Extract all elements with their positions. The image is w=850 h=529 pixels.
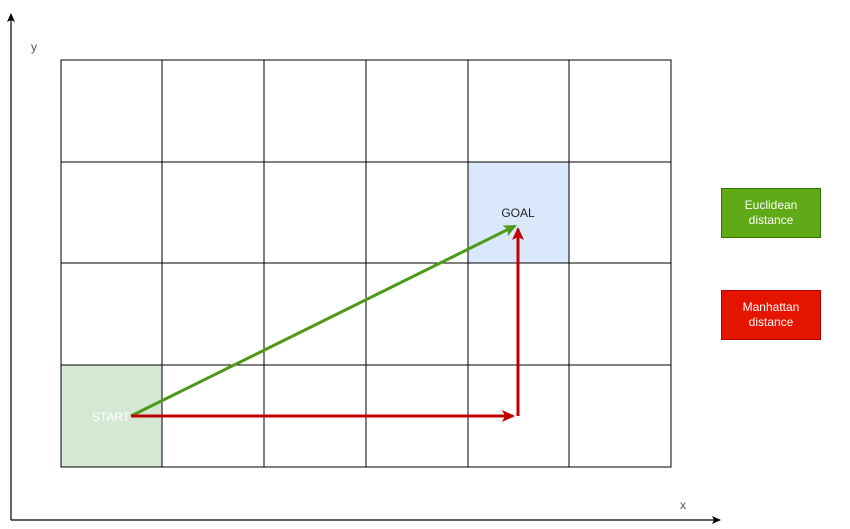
legend-euclidean-label: Euclidean distance: [744, 198, 798, 227]
goal-label: GOAL: [501, 206, 535, 220]
legend-euclidean: Euclidean distance: [721, 188, 821, 238]
start-label: START: [91, 410, 131, 424]
euclidean-path: [130, 224, 517, 418]
x-axis-label: x: [680, 498, 686, 512]
legend-manhattan: Manhattan distance: [721, 290, 821, 340]
y-axis-label: y: [31, 40, 37, 54]
legend-manhattan-label: Manhattan distance: [742, 300, 800, 329]
